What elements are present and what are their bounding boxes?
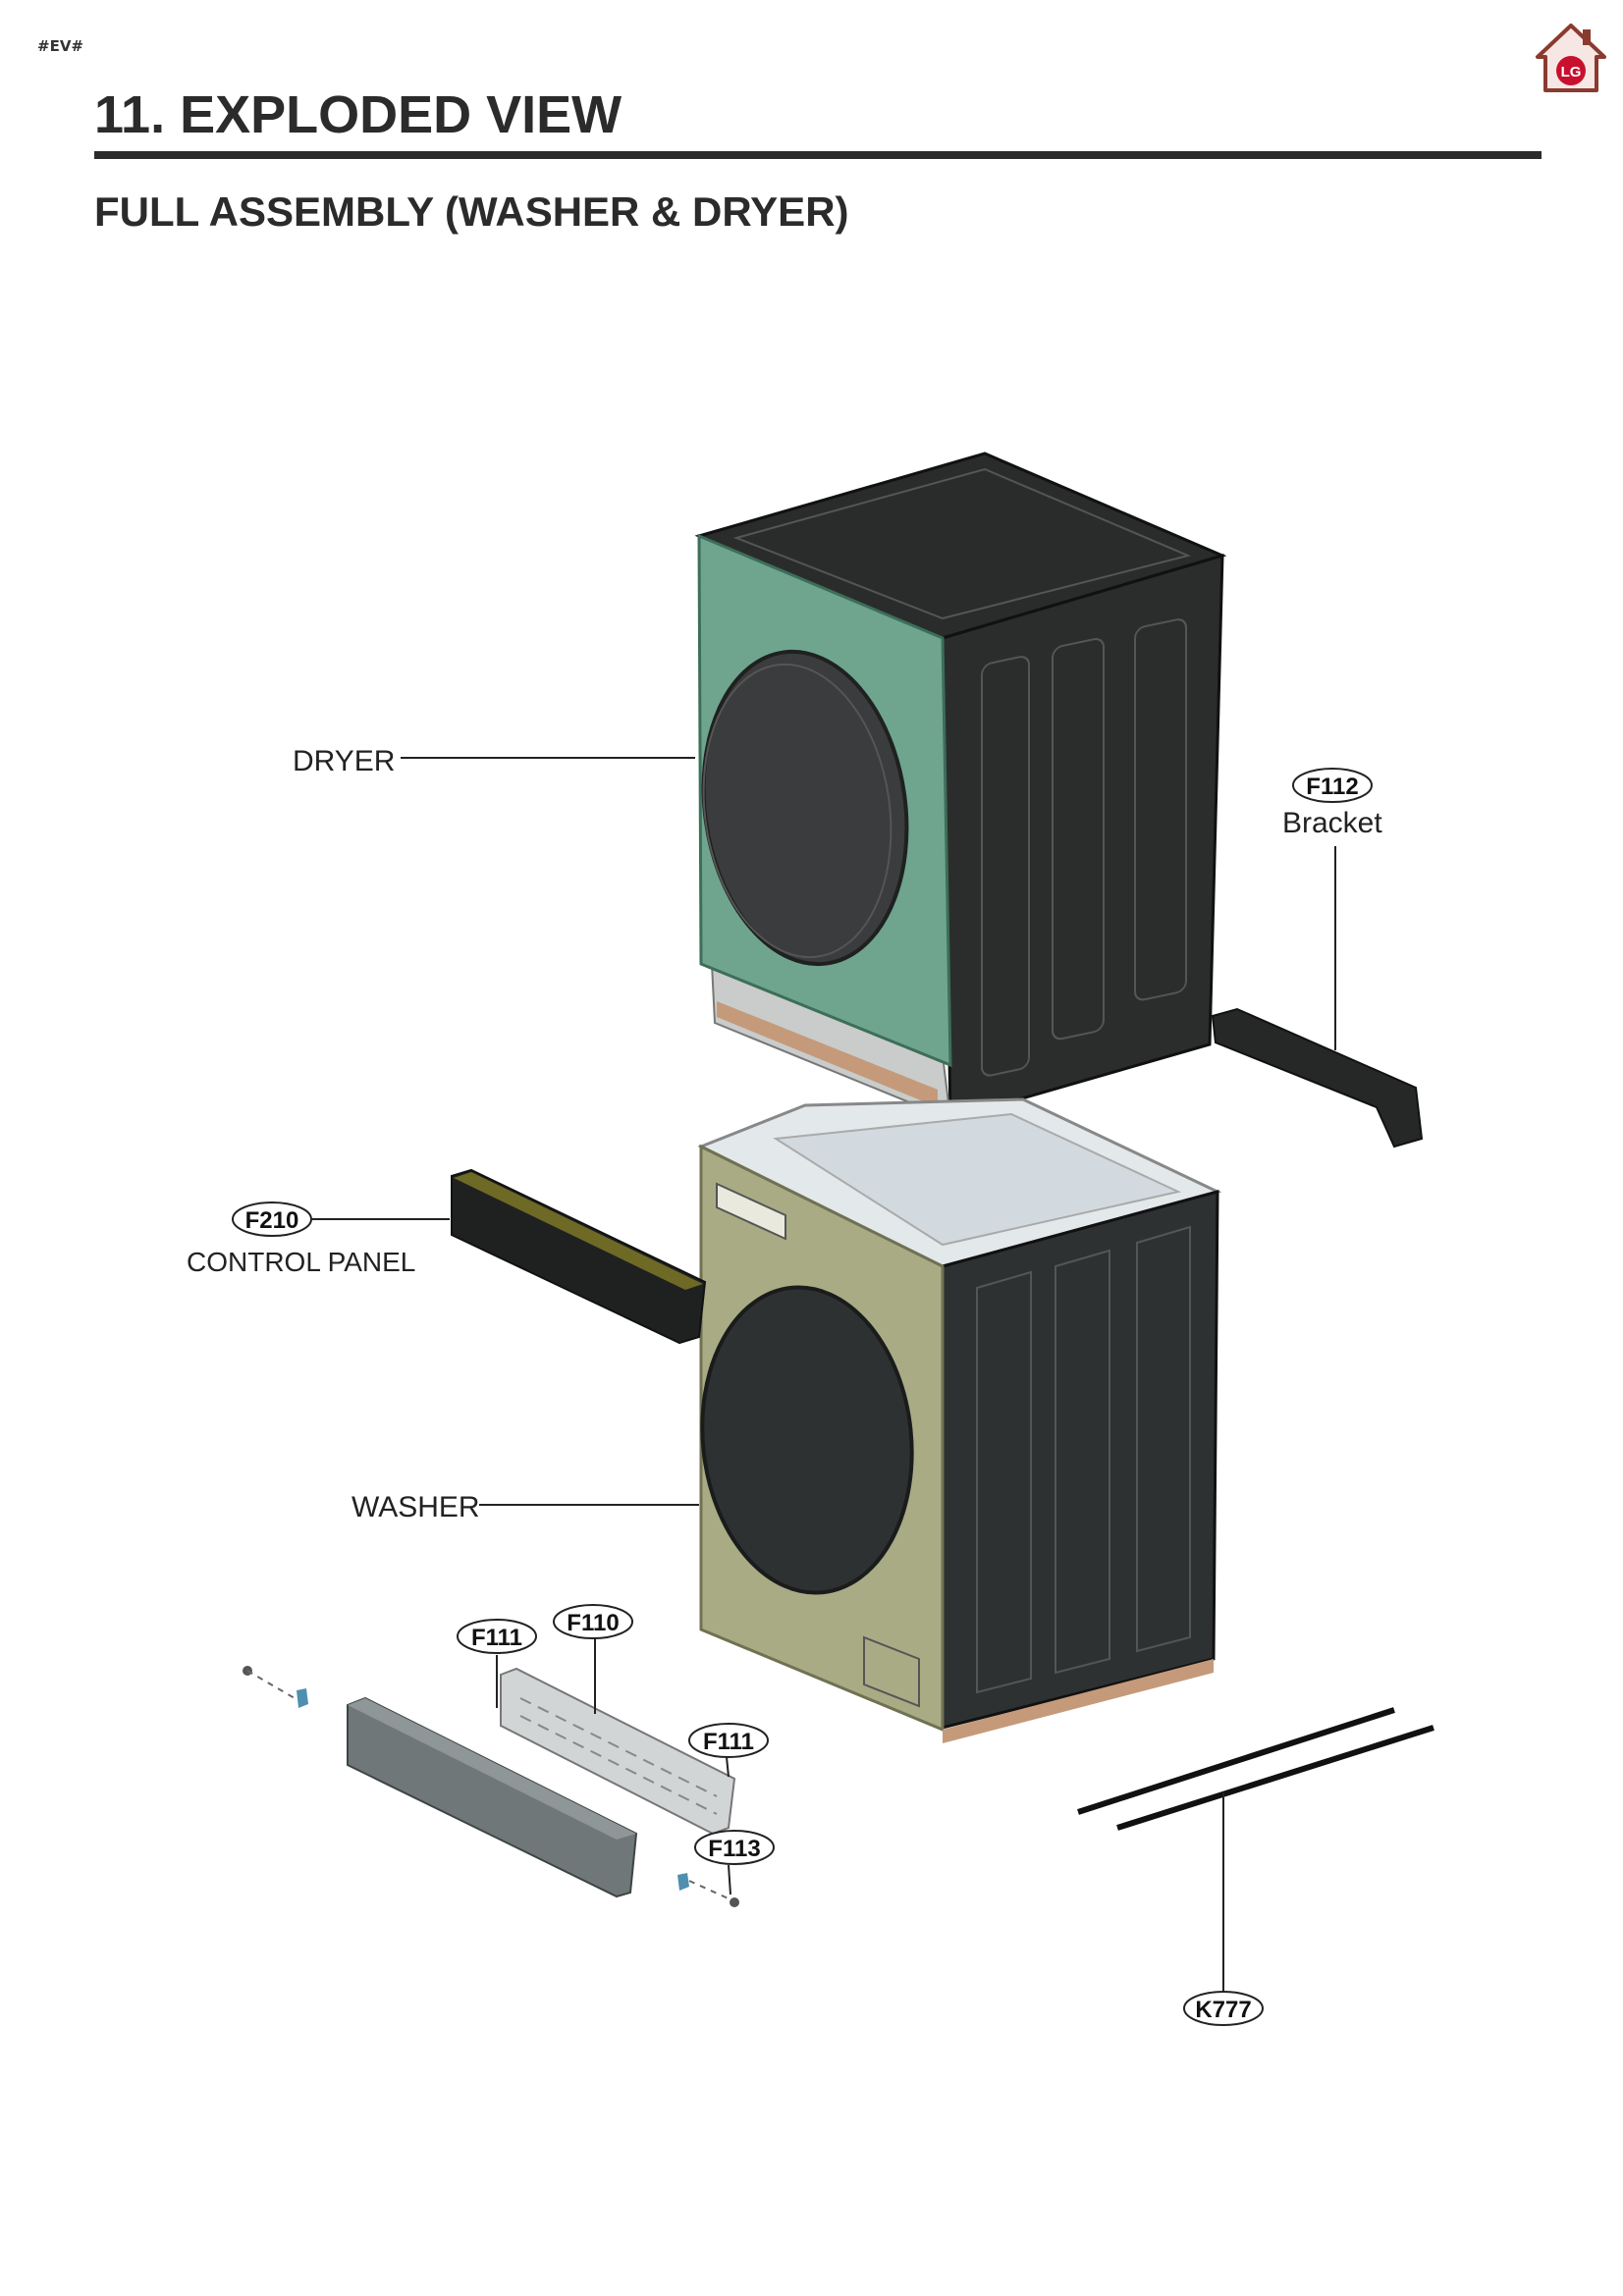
page-title: 11. EXPLODED VIEW	[94, 85, 622, 144]
washer-unit	[697, 1097, 1222, 1743]
callout-k777: K777	[1183, 1991, 1264, 2026]
callout-f111-a: F111	[457, 1619, 537, 1654]
svg-text:F110: F110	[567, 1610, 619, 1636]
kick-plate-part	[347, 1696, 638, 1898]
k777-rails	[1077, 1707, 1434, 1831]
washer-label: WASHER	[352, 1491, 480, 1523]
svg-text:F111: F111	[703, 1729, 754, 1755]
dryer-unit	[694, 452, 1227, 1121]
lg-home-logo-icon: LG	[1536, 24, 1606, 92]
bracket-label: Bracket	[1282, 807, 1382, 839]
callout-f111-b: F111	[688, 1723, 769, 1758]
svg-text:F113: F113	[708, 1836, 760, 1862]
control-panel-part	[451, 1168, 707, 1345]
leader-lines	[312, 757, 1336, 1993]
dryer-label: DRYER	[293, 745, 395, 777]
svg-text:F210: F210	[245, 1207, 299, 1234]
kick-plate-frame-part	[500, 1667, 736, 1836]
svg-text:F111: F111	[471, 1625, 522, 1651]
section-title: FULL ASSEMBLY (WASHER & DRYER)	[94, 188, 849, 235]
svg-text:F112: F112	[1306, 774, 1358, 800]
callout-f110: F110	[553, 1604, 633, 1639]
title-divider	[94, 151, 1542, 159]
callout-f210: F210	[232, 1201, 312, 1237]
dryer-bracket	[1211, 1007, 1424, 1148]
callout-f112: F112	[1292, 768, 1373, 803]
control-panel-label: CONTROL PANEL	[187, 1247, 415, 1277]
document-code-tag: #EV#	[37, 37, 83, 55]
svg-text:LG: LG	[1561, 64, 1582, 80]
fasteners	[243, 1666, 739, 1907]
callout-f113: F113	[694, 1830, 775, 1865]
svg-text:K777: K777	[1195, 1997, 1251, 2023]
